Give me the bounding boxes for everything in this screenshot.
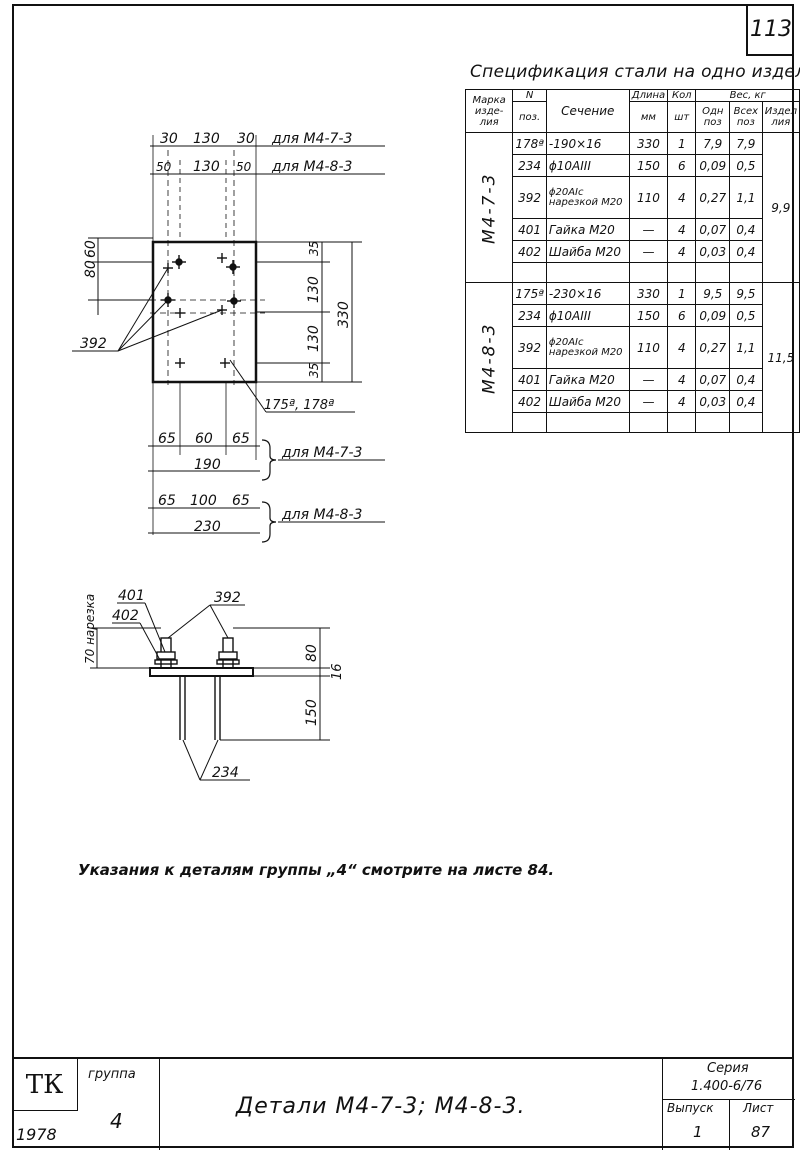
cell-w-one: 0,27 <box>695 326 731 369</box>
cell-w-all: 1,1 <box>729 326 763 369</box>
dim-b1-label: для М4-7-3 <box>281 445 362 461</box>
dim-top2-a: 50 <box>156 160 172 174</box>
issue-label: Выпуск <box>667 1101 714 1115</box>
col-pos-sub: поз. <box>512 101 547 133</box>
dim-top1-label: для М4-7-3 <box>271 131 352 147</box>
org-mark: ТК <box>12 1059 78 1111</box>
sec-dim-16: 16 <box>330 663 345 680</box>
sec-dim-150: 150 <box>304 699 320 726</box>
dim-b2-label: для М4-8-3 <box>281 507 362 523</box>
cell-section: ϕ20АIс нарезкой М20 <box>545 176 630 219</box>
cell-w-all: 1,1 <box>729 176 763 219</box>
dim-top2-label: для М4-8-3 <box>271 159 352 175</box>
dim-b1-a: 65 <box>158 431 176 447</box>
cell-section: ϕ20АIс нарезкой М20 <box>545 326 630 369</box>
cell-w-one: 0,09 <box>695 304 731 327</box>
series-value: 1.400-6/76 <box>691 1079 763 1094</box>
cell-w-all: 0,4 <box>729 240 763 263</box>
dim-b1-c: 65 <box>232 431 250 447</box>
cell-section: Гайка М20 <box>545 368 630 391</box>
tag-392: 392 <box>214 590 241 606</box>
bolt-marks <box>161 253 241 368</box>
dim-right-total: 330 <box>336 301 352 328</box>
dim-top1-a: 30 <box>160 131 178 147</box>
sheet-value: 87 <box>751 1123 771 1141</box>
title-block: ТК группа 4 1978 Детали М4-7-3; М4-8-3. … <box>12 1057 795 1150</box>
issue-value: 1 <box>693 1123 703 1141</box>
series-block: Серия 1.400-6/76 Выпуск 1 Лист 87 <box>662 1059 795 1150</box>
cell-pos: 402 <box>512 240 547 263</box>
dim-b2-a: 65 <box>158 493 176 509</box>
cell-pos: 234 <box>512 304 547 327</box>
cell-length: 330 <box>628 282 669 305</box>
col-w-all: Всех поз <box>729 101 763 133</box>
dim-right-c: 130 <box>306 325 322 352</box>
cell-section: -230×16 <box>545 282 630 305</box>
dim-b2-c: 65 <box>232 493 250 509</box>
cell-w-one: 7,9 <box>695 132 731 155</box>
dim-right-d: 35 <box>307 363 321 378</box>
dim-right-b: 130 <box>306 276 322 303</box>
cell-pos: 392 <box>512 326 547 369</box>
cell-w-all: 0,4 <box>729 390 763 413</box>
series-label: Серия <box>707 1061 749 1076</box>
cell-w-all: 9,5 <box>729 282 763 305</box>
cell-section: ϕ10АIII <box>545 304 630 327</box>
cell-section: -190×16 <box>545 132 630 155</box>
year: 1978 <box>16 1125 57 1144</box>
dim-b2-b: 100 <box>190 493 217 509</box>
tag-402: 402 <box>112 608 139 624</box>
thread-label: 70 нарезка <box>83 594 97 664</box>
cell-section: Гайка М20 <box>545 218 630 241</box>
col-qty-unit: шт <box>667 101 697 133</box>
dim-b1-b: 60 <box>195 431 213 447</box>
sec-dim-80: 80 <box>304 644 320 662</box>
group-label: группа <box>88 1067 136 1082</box>
spec-title: Спецификация стали на одно изделие <box>470 62 800 82</box>
cell-pos: 392 <box>512 176 547 219</box>
dim-top2-b: 130 <box>193 159 220 175</box>
dim-b2-total: 230 <box>194 519 221 535</box>
callout-392: 392 <box>80 336 107 352</box>
cell-w-one: 9,5 <box>695 282 731 305</box>
group-cell: группа 4 <box>78 1059 160 1150</box>
dim-left-b: 60 <box>83 240 99 258</box>
section-view <box>149 637 254 740</box>
group-total: 11,5 <box>761 282 800 433</box>
spec-body: М4-7-3 178ª -190×16 330 1 7,9 7,9 9,9 23… <box>465 132 800 433</box>
col-mark: Марка изде-лия <box>464 89 514 133</box>
dim-b1-total: 190 <box>194 457 221 473</box>
group-total: 9,9 <box>761 132 800 283</box>
dim-left-a: 80 <box>83 260 99 278</box>
tag-234: 234 <box>212 765 239 781</box>
cell-w-one: 0,03 <box>695 390 731 413</box>
drawing-sheet <box>12 4 794 1148</box>
page-number: 113 <box>746 4 794 56</box>
group-value: 4 <box>110 1109 123 1133</box>
cell-qty: 4 <box>667 176 697 219</box>
cell-pos: 175ª <box>512 282 547 305</box>
cell-w-all: 0,5 <box>729 304 763 327</box>
dim-top1-b: 130 <box>193 131 220 147</box>
cell-qty: 6 <box>667 154 697 177</box>
spec-table: Марка изде-лия N Сечение Длина Кол Вес, … <box>464 89 800 433</box>
cell-length: — <box>628 368 669 391</box>
sheet-label: Лист <box>743 1101 774 1115</box>
cell-w-all: 0,4 <box>729 368 763 391</box>
tag-401: 401 <box>118 588 145 604</box>
axis-lines <box>150 150 265 385</box>
dim-top1-c: 30 <box>237 131 255 147</box>
dim-top2-c: 50 <box>236 160 252 174</box>
drawing-title: Детали М4-7-3; М4-8-3. <box>236 1094 526 1119</box>
note-text: Указания к деталям группы „4“ смотрите н… <box>78 861 555 879</box>
cell-w-one: 0,07 <box>695 218 731 241</box>
callout-plate: 175ª, 178ª <box>264 398 334 413</box>
dim-right-a: 35 <box>307 241 321 256</box>
col-section: Сечение <box>545 89 630 133</box>
